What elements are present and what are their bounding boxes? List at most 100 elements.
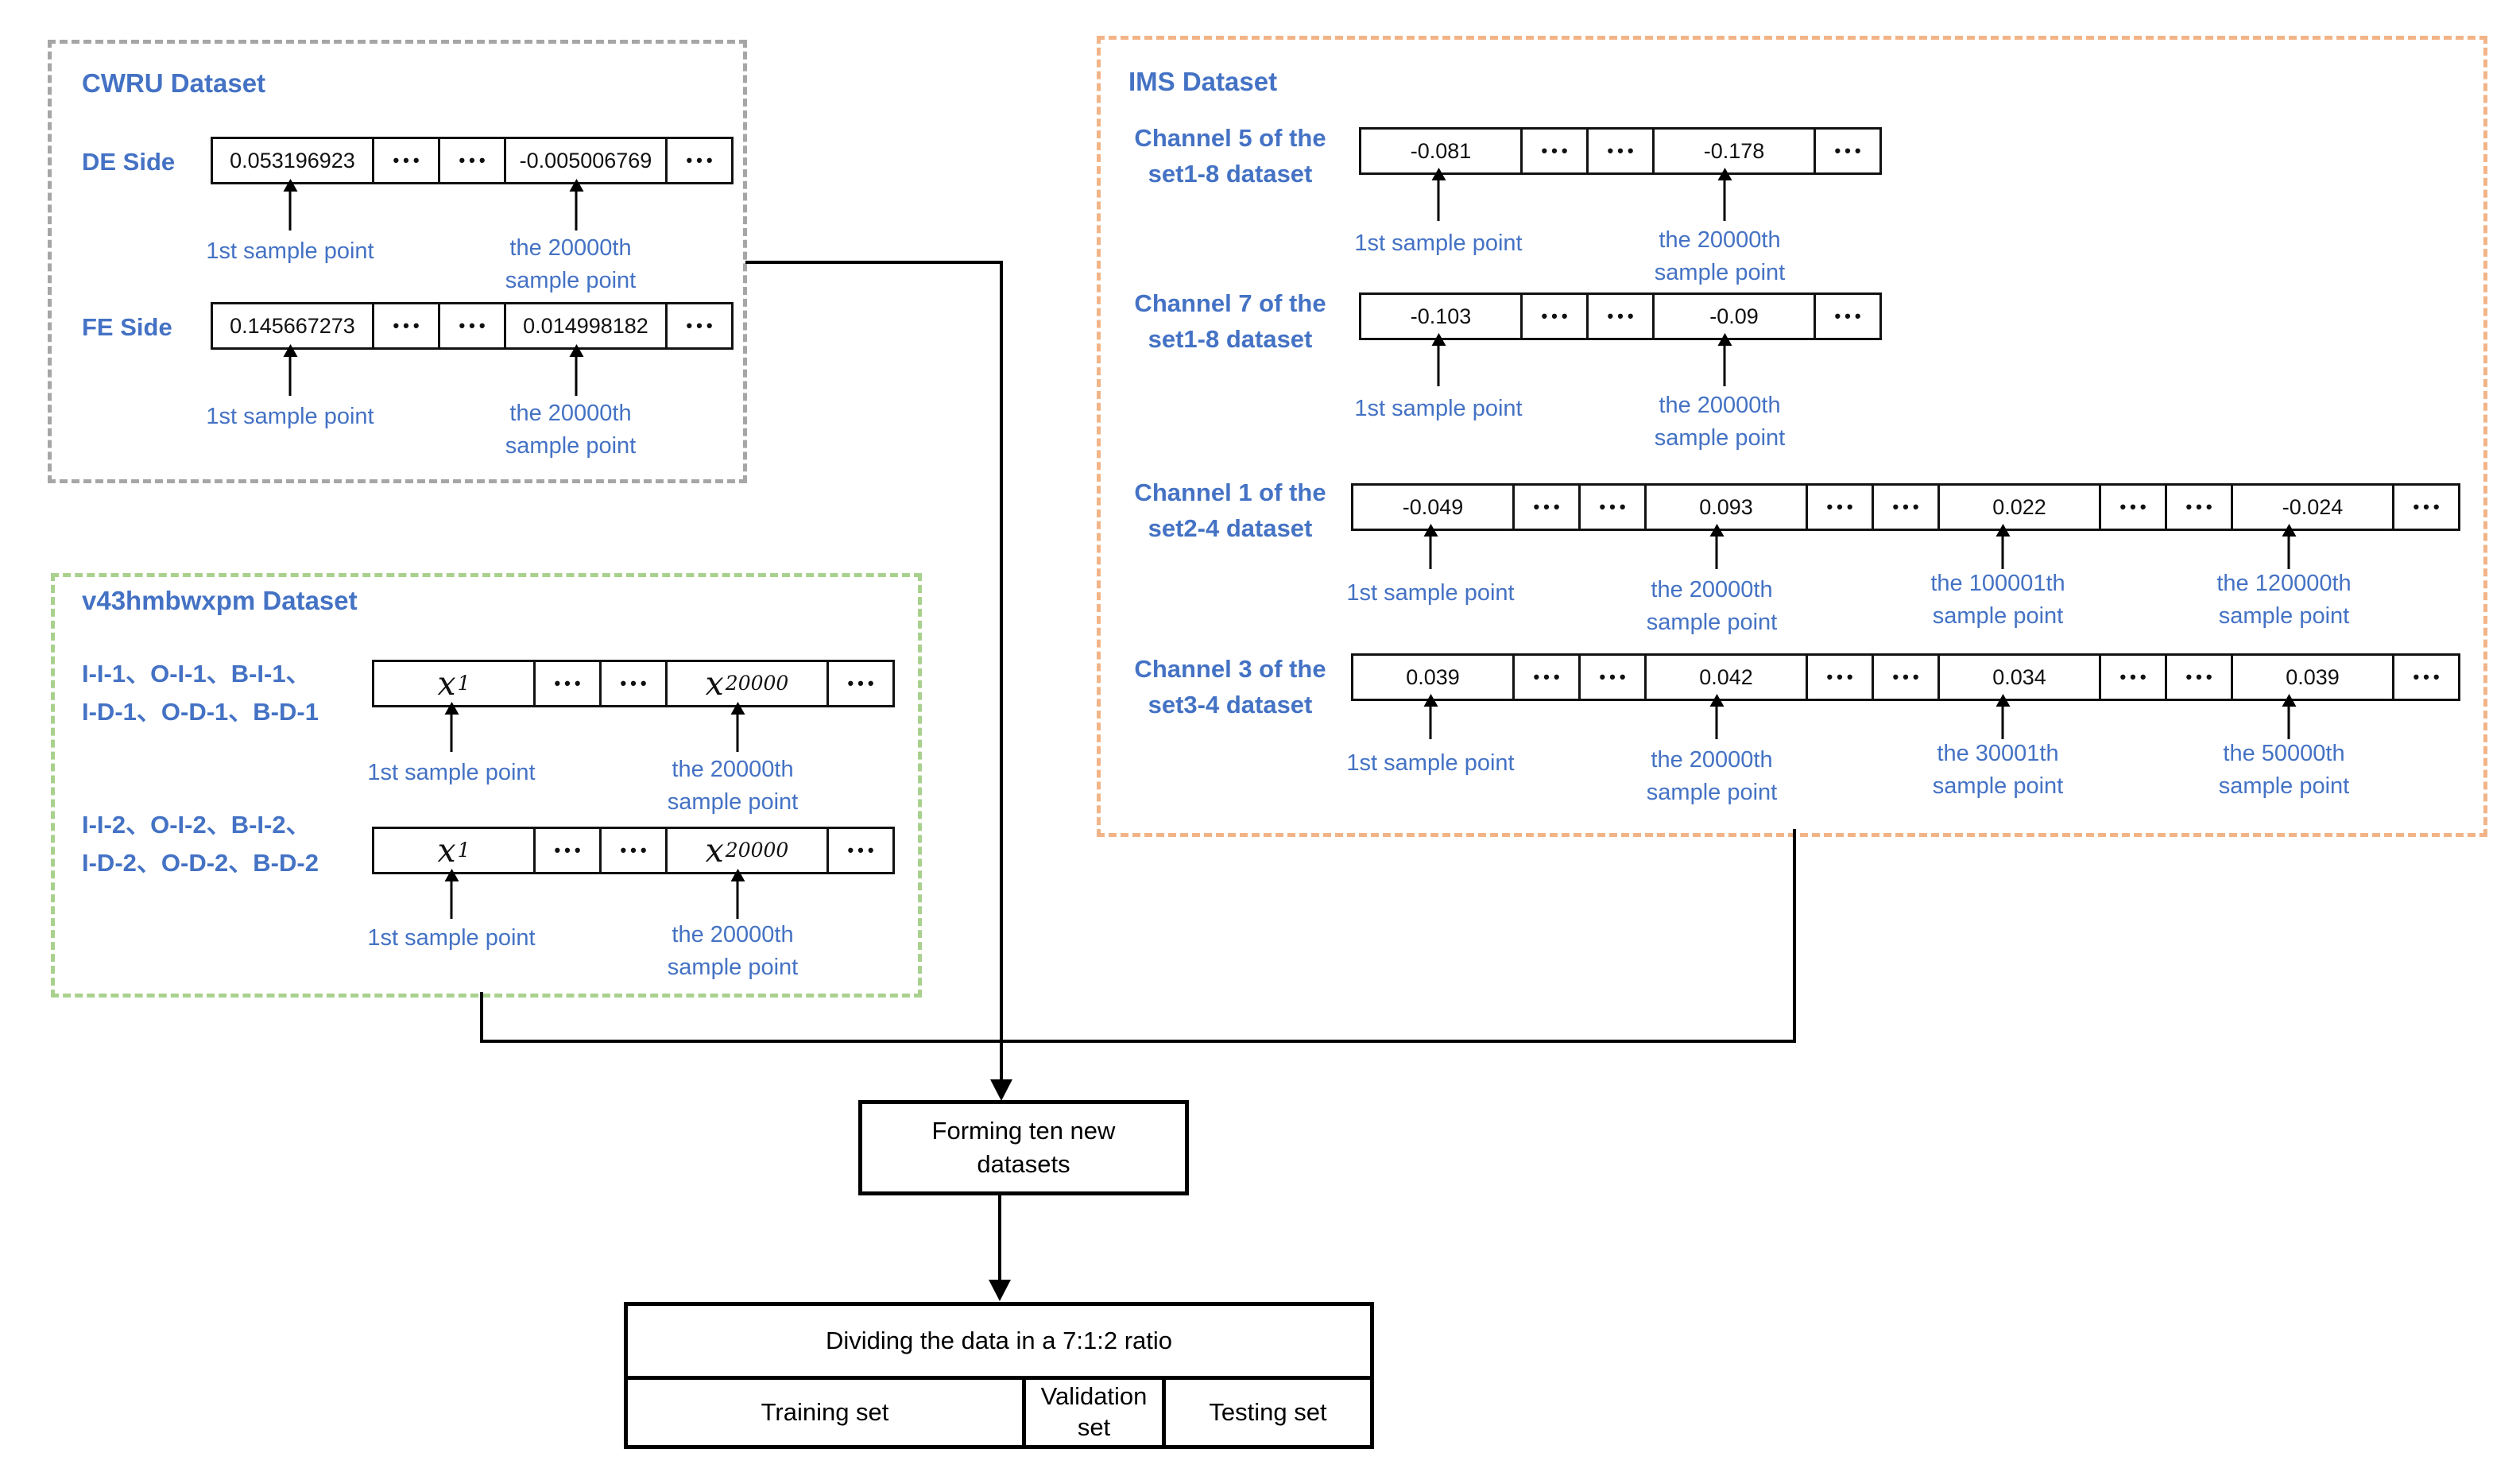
connector-ims-vertical <box>1793 829 1796 1043</box>
cell-dots: ••• <box>533 662 599 705</box>
up-arrow <box>288 356 292 396</box>
up-arrow <box>1715 706 1718 739</box>
cell-value: -0.081 <box>1410 138 1472 163</box>
cell-dots: ••• <box>665 304 731 347</box>
cell-dots: ••• <box>1512 656 1578 699</box>
up-arrow <box>1437 180 1440 221</box>
cell-value: 0.022 <box>1937 486 2099 529</box>
cell-dots: ••• <box>2392 656 2458 699</box>
cwru-de-label: DE Side <box>82 148 176 176</box>
up-arrow <box>450 881 453 919</box>
validation-set-cell: Validation set <box>1026 1380 1166 1445</box>
up-arrow <box>2001 536 2004 569</box>
cell-value: -0.005006769 <box>504 139 665 182</box>
cell-dots: ••• <box>2165 486 2231 529</box>
cell-dots: ••• <box>1578 486 1644 529</box>
annotation-first-sample: 1st sample point <box>1346 580 1515 606</box>
cwru-fe-strip: 0.145667273 ••• ••• 0.014998182 ••• <box>211 302 734 350</box>
cell-dots: ••• <box>372 304 438 347</box>
annotation-20000th-sample: the 20000th sample point <box>505 401 637 459</box>
annotation-20000th-sample: the 20000th sample point <box>1654 393 1786 451</box>
connector-cwru-horizontal <box>745 261 1003 264</box>
down-arrowhead <box>990 1079 1012 1101</box>
cell-value: 0.014998182 <box>504 304 665 347</box>
annotation-100001th-sample: the 100001th sample point <box>1930 571 2065 629</box>
cell-dots: ••• <box>533 829 599 872</box>
annotation-first-sample: 1st sample point <box>206 404 374 429</box>
annotation-30001th-sample: the 30001th sample point <box>1932 741 2064 799</box>
up-arrow <box>1715 536 1718 569</box>
cell-value: 0.039 <box>2231 656 2392 699</box>
up-arrow <box>736 714 739 752</box>
annotation-50000th-sample: the 50000th sample point <box>2218 741 2350 799</box>
ims-strip-channel7: -0.103 ••• ••• -0.09 ••• <box>1359 292 1882 340</box>
cell-dots: ••• <box>1520 295 1586 338</box>
cell-dots: ••• <box>438 304 504 347</box>
annotation-first-sample: 1st sample point <box>367 925 536 951</box>
annotation-20000th-sample: the 20000th sample point <box>1646 577 1778 635</box>
forming-datasets-box: Forming ten new datasets <box>858 1100 1189 1195</box>
annotation-20000th-sample: the 20000th sample point <box>667 922 799 980</box>
annotation-first-sample: 1st sample point <box>1354 231 1523 256</box>
cell-value: 0.145667273 <box>230 313 355 338</box>
up-arrow <box>1429 706 1432 739</box>
v43-title: v43hmbwxpm Dataset <box>82 586 358 615</box>
cell-dots: ••• <box>438 139 504 182</box>
annotation-first-sample: 1st sample point <box>367 760 536 785</box>
cell-dots: ••• <box>1586 295 1652 338</box>
up-arrow <box>575 191 578 231</box>
up-arrow <box>1437 345 1440 386</box>
cell-dots: ••• <box>2099 656 2165 699</box>
cell-dots: ••• <box>372 139 438 182</box>
up-arrow <box>1723 345 1726 386</box>
annotation-20000th-sample: the 20000th sample point <box>505 235 637 293</box>
up-arrow <box>1429 536 1432 569</box>
up-arrow <box>2287 536 2290 569</box>
cell-dots: ••• <box>1512 486 1578 529</box>
dividing-row: Training set Validation set Testing set <box>628 1380 1370 1445</box>
cell-dots: ••• <box>599 662 665 705</box>
ims-channel3-label: Channel 3 of the set3-4 dataset <box>1134 655 1326 719</box>
down-arrowhead <box>989 1280 1011 1301</box>
cwru-fe-label: FE Side <box>82 313 172 341</box>
cell-value: 0.034 <box>1937 656 2099 699</box>
cell-dots: ••• <box>1814 295 1879 338</box>
cell-value: -0.049 <box>1402 494 1464 519</box>
cell-dots: ••• <box>2392 486 2458 529</box>
ims-channel1-label: Channel 1 of the set2-4 dataset <box>1134 478 1326 542</box>
cell-dots: ••• <box>1520 130 1586 172</box>
ims-strip-channel5: -0.081 ••• ••• -0.178 ••• <box>1359 127 1882 175</box>
cell-value: 0.093 <box>1644 486 1806 529</box>
training-set-cell: Training set <box>628 1380 1026 1445</box>
ims-channel7-label: Channel 7 of the set1-8 dataset <box>1134 289 1326 353</box>
up-arrow <box>450 714 453 752</box>
up-arrow <box>575 356 578 396</box>
annotation-120000th-sample: the 120000th sample point <box>2216 571 2352 629</box>
ims-title: IMS Dataset <box>1128 67 1278 96</box>
annotation-first-sample: 1st sample point <box>1346 750 1515 776</box>
cell-dots: ••• <box>826 829 892 872</box>
testing-set-cell: Testing set <box>1209 1397 1327 1426</box>
up-arrow <box>288 191 292 231</box>
dividing-box: Dividing the data in a 7:1:2 ratio Train… <box>624 1302 1374 1449</box>
v43-group2-label: I-I-2、O-I-2、B-I-2、 I-D-2、O-D-2、B-D-2 <box>82 811 319 877</box>
annotation-first-sample: 1st sample point <box>206 238 374 264</box>
cell-value: 0.042 <box>1644 656 1806 699</box>
ims-dataset-box <box>1097 36 2487 837</box>
connector-collector-horizontal <box>480 1040 1796 1043</box>
cell-dots: ••• <box>1578 656 1644 699</box>
annotation-20000th-sample: the 20000th sample point <box>1654 227 1786 285</box>
cell-dots: ••• <box>1872 486 1937 529</box>
up-arrow <box>2287 706 2290 739</box>
annotation-20000th-sample: the 20000th sample point <box>1646 747 1778 805</box>
cell-dots: ••• <box>1814 130 1879 172</box>
annotation-first-sample: 1st sample point <box>1354 396 1523 421</box>
cell-dots: ••• <box>1586 130 1652 172</box>
cell-value: -0.09 <box>1652 295 1814 338</box>
cell-value: 0.053196923 <box>230 148 355 172</box>
